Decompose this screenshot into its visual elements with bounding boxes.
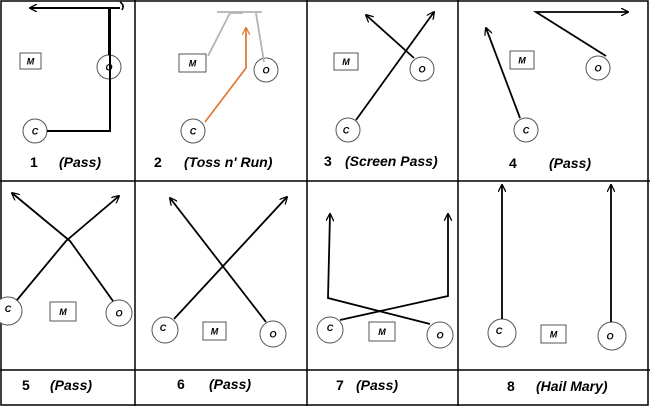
- player-o-label: O: [436, 331, 443, 341]
- route-c: [16, 196, 119, 301]
- player-o-label: O: [418, 65, 425, 75]
- player-c-label: C: [190, 127, 197, 137]
- player-o-label: O: [594, 64, 601, 74]
- player-o-label: O: [269, 330, 276, 340]
- player-m-label: M: [342, 57, 350, 67]
- route-c: [30, 8, 111, 132]
- player-m-label: M: [378, 327, 386, 337]
- play-5-number: 5: [22, 377, 30, 393]
- player-m-box: [49, 301, 77, 322]
- play-6: M O C: [151, 197, 287, 348]
- player-o-circle: [253, 57, 279, 83]
- player-c-circle: [335, 117, 361, 143]
- player-m-label: M: [27, 57, 35, 67]
- player-o-circle: [259, 320, 287, 348]
- play-3-number: 3: [324, 153, 332, 169]
- player-o-circle: [426, 321, 454, 349]
- play-1: M O C: [19, 1, 124, 144]
- route-o: [12, 193, 114, 302]
- player-m-label: M: [189, 59, 197, 69]
- player-c-circle: [151, 316, 179, 344]
- play-5: M O C: [0, 193, 133, 327]
- player-c-label: C: [327, 323, 334, 333]
- route-c: [339, 214, 448, 321]
- player-o-circle: [105, 299, 133, 327]
- play-2: M O C: [178, 11, 279, 144]
- player-c-circle: [180, 118, 206, 144]
- player-m-box: [19, 52, 42, 70]
- route-o: [532, 12, 628, 57]
- player-c-circle: [316, 316, 344, 344]
- player-m-box: [368, 321, 396, 342]
- route-m-lateral: [207, 12, 243, 57]
- route-o-hook: [119, 1, 124, 11]
- play-6-name: (Pass): [209, 376, 251, 392]
- route-o-lateral: [255, 12, 265, 63]
- player-o-label: O: [115, 309, 122, 319]
- route-o: [170, 198, 267, 323]
- player-o-label: O: [606, 332, 613, 342]
- player-m-box: [540, 324, 567, 344]
- player-m-label: M: [550, 330, 558, 340]
- player-m-box: [509, 50, 535, 70]
- play-2-name: (Toss n' Run): [184, 154, 273, 170]
- player-m-label: M: [211, 327, 219, 337]
- play-8: M O C: [487, 185, 627, 351]
- play-4: M O C: [486, 12, 628, 143]
- player-o-circle: [585, 55, 611, 81]
- route-c-run: [204, 28, 246, 123]
- player-m-box: [333, 52, 359, 71]
- play-2-number: 2: [154, 154, 162, 170]
- play-7-number: 7: [336, 377, 344, 393]
- player-o-circle: [409, 56, 435, 82]
- play-7-name: (Pass): [356, 377, 398, 393]
- play-4-number: 4: [509, 155, 517, 171]
- player-c-label: C: [496, 326, 503, 336]
- player-c-label: C: [32, 127, 39, 137]
- play-3: M O C: [333, 12, 435, 143]
- player-c-label: C: [523, 126, 530, 136]
- player-m-label: M: [59, 307, 67, 317]
- play-8-number: 8: [507, 378, 515, 394]
- player-c-label: C: [343, 126, 350, 136]
- captions: 1 (Pass) 2 (Toss n' Run) 3 (Screen Pass)…: [22, 153, 608, 394]
- play-5-name: (Pass): [50, 377, 92, 393]
- play-3-name: (Screen Pass): [345, 153, 438, 169]
- player-m-label: M: [518, 56, 526, 66]
- play-8-name: (Hail Mary): [536, 378, 608, 394]
- player-m-box: [202, 321, 227, 341]
- play-7: M O C: [316, 214, 454, 349]
- player-c-circle: [0, 296, 23, 326]
- player-o-circle: [597, 321, 627, 351]
- play-1-name: (Pass): [59, 154, 101, 170]
- route-c: [173, 197, 287, 320]
- play-1-number: 1: [30, 154, 38, 170]
- play-6-number: 6: [177, 376, 185, 392]
- route-o: [108, 7, 120, 55]
- play-4-name: (Pass): [549, 155, 591, 171]
- player-o-label: O: [262, 66, 269, 76]
- route-o: [366, 15, 415, 59]
- player-c-circle: [513, 117, 539, 143]
- player-c-label: C: [5, 304, 12, 314]
- route-c: [355, 12, 434, 121]
- route-c: [486, 28, 521, 119]
- player-c-label: C: [160, 323, 167, 333]
- route-o: [328, 214, 431, 325]
- player-m-box: [178, 53, 207, 73]
